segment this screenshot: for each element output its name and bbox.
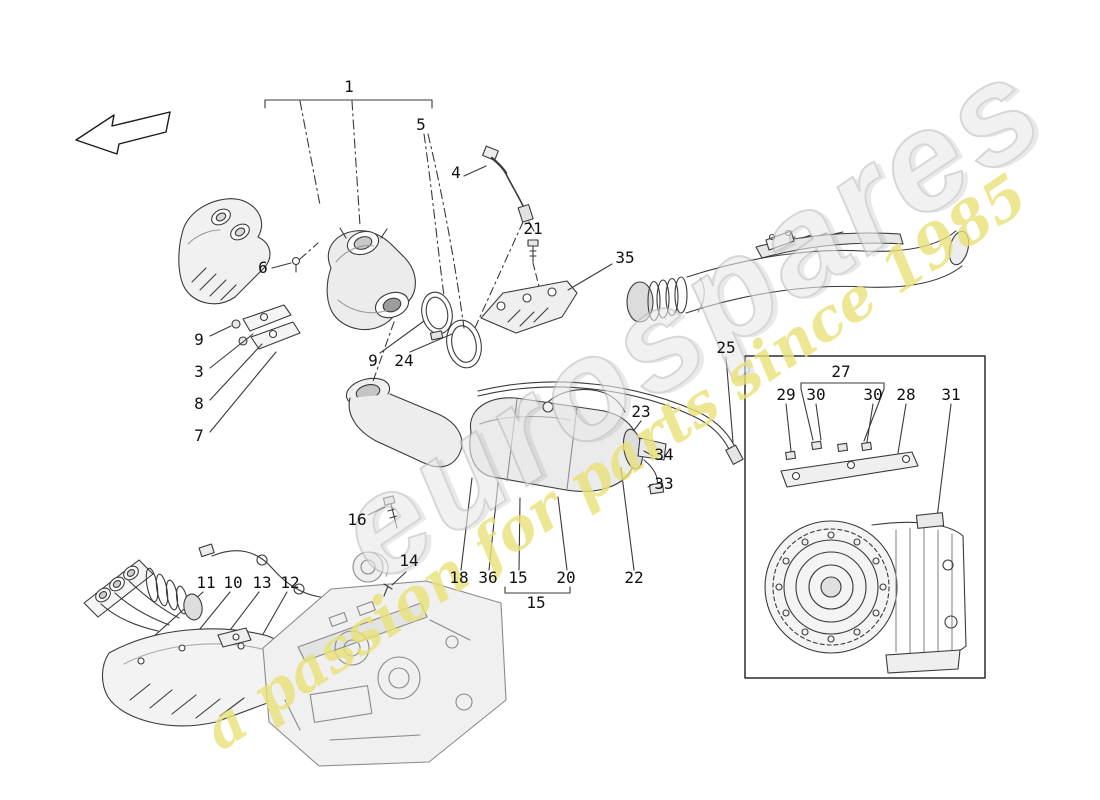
part-number-callout[interactable]: 15 xyxy=(526,593,546,612)
gearbox-inset xyxy=(764,382,967,674)
catalytic-converter xyxy=(326,227,416,331)
underfloor-catalyst-assembly xyxy=(345,321,667,594)
part-number-callout[interactable]: 21 xyxy=(523,219,543,238)
part-number-callout[interactable]: 31 xyxy=(941,385,961,404)
part-number-callout[interactable]: 13 xyxy=(252,573,272,592)
exhaust-manifold xyxy=(83,559,203,632)
shield-bolt-6 xyxy=(271,242,319,273)
heat-shield-front xyxy=(178,198,271,305)
part-number-callout[interactable]: 5 xyxy=(416,115,426,134)
heat-shield-lower xyxy=(101,627,314,727)
part-number-callout[interactable]: 23 xyxy=(631,402,651,421)
part-number-callout[interactable]: 7 xyxy=(194,426,204,445)
support-bracket-35 xyxy=(480,263,613,334)
oxygen-sensor-upper xyxy=(463,145,535,331)
part-number-callout[interactable]: 28 xyxy=(896,385,916,404)
part-number-callout[interactable]: 35 xyxy=(615,248,635,267)
vacuum-hose xyxy=(477,356,744,465)
part-number-callout[interactable]: 30 xyxy=(863,385,883,404)
part-number-callout[interactable]: 24 xyxy=(394,351,414,370)
part-number-callout[interactable]: 6 xyxy=(258,258,268,277)
part-number-callout[interactable]: 10 xyxy=(223,573,243,592)
part-number-callout[interactable]: 14 xyxy=(399,551,419,570)
inset-box xyxy=(744,355,986,679)
engine-block xyxy=(262,551,507,767)
part-number-callout[interactable]: 3 xyxy=(194,362,204,381)
part-number-callout[interactable]: 34 xyxy=(654,445,674,464)
callout-bracket-1 xyxy=(264,99,433,227)
mounting-brackets xyxy=(209,304,301,433)
part-number-callout[interactable]: 33 xyxy=(654,474,674,493)
part-number-callout[interactable]: 20 xyxy=(556,568,576,587)
part-number-callout[interactable]: 36 xyxy=(478,568,498,587)
part-number-callout[interactable]: 18 xyxy=(449,568,469,587)
callout-leaders-5 xyxy=(423,133,465,329)
part-number-callout[interactable]: 30 xyxy=(806,385,826,404)
part-number-callout[interactable]: 15 xyxy=(508,568,528,587)
part-number-callout[interactable]: 27 xyxy=(831,362,851,381)
part-number-callout[interactable]: 16 xyxy=(347,510,367,529)
part-number-callout[interactable]: 9 xyxy=(194,330,204,349)
exhaust-clamps xyxy=(379,291,482,369)
part-number-callout[interactable]: 8 xyxy=(194,394,204,413)
exhaust-pipe-rear xyxy=(626,229,970,323)
part-number-callout[interactable]: 4 xyxy=(451,163,461,182)
part-number-callout[interactable]: 12 xyxy=(280,573,300,592)
part-number-callout[interactable]: 11 xyxy=(196,573,216,592)
part-number-callout[interactable]: 29 xyxy=(776,385,796,404)
part-number-callout[interactable]: 1 xyxy=(344,77,354,96)
part-number-callout[interactable]: 22 xyxy=(624,568,644,587)
part-number-callout[interactable]: 9 xyxy=(368,351,378,370)
part-number-callout[interactable]: 25 xyxy=(716,338,736,357)
direction-arrow-icon xyxy=(75,111,171,155)
